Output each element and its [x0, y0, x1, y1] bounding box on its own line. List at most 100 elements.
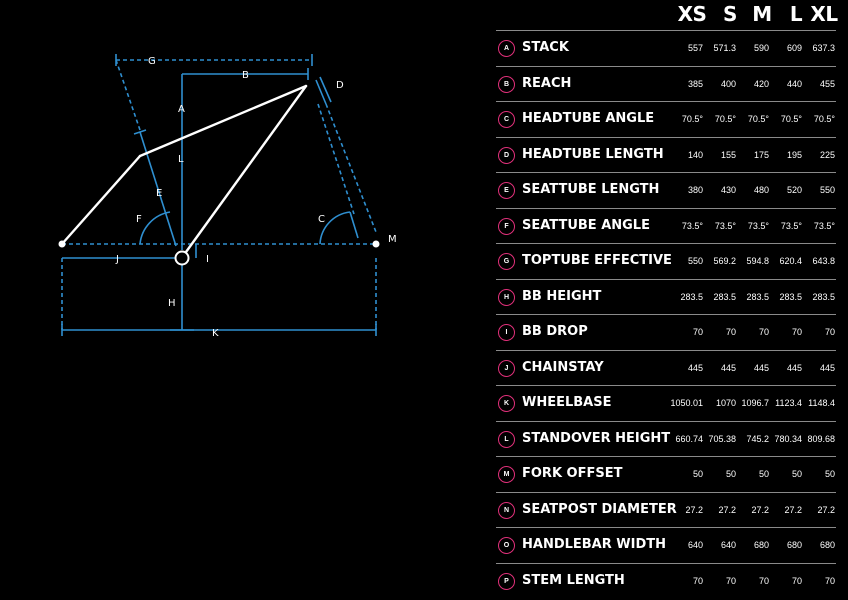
geometry-row-e: E SEATTUBE LENGTH 380 430 480 520 550	[496, 172, 836, 208]
value-xs: 557	[687, 43, 703, 53]
row-label: BB HEIGHT	[522, 288, 602, 304]
row-letter-badge: M	[498, 466, 515, 483]
value-xl: 809.68	[807, 433, 835, 444]
value-s: 50	[725, 469, 736, 479]
value-m: 70	[758, 575, 769, 586]
top-tube	[138, 84, 308, 158]
value-m: 680	[753, 540, 769, 550]
value-s: 640	[720, 540, 736, 550]
chainstay-seatstay-line	[60, 154, 142, 246]
row-letter-badge: G	[498, 253, 515, 270]
value-m: 745.2	[746, 433, 769, 444]
value-m: 594.8	[746, 256, 769, 266]
diagram-label-k: K	[212, 328, 219, 339]
value-xs: 380	[687, 185, 703, 195]
value-xs: 70.5°	[681, 114, 703, 124]
diagram-label-g: G	[148, 56, 156, 67]
value-xl: 445	[819, 362, 835, 373]
value-xs: 1050.01	[670, 398, 703, 408]
size-header-s: S	[723, 2, 737, 26]
value-xs: 50	[692, 469, 703, 479]
value-m: 50	[758, 469, 769, 479]
diagram-label-f: F	[136, 214, 142, 225]
row-label: WHEELBASE	[522, 395, 612, 410]
row-label: SEATTUBE LENGTH	[522, 182, 660, 197]
value-l: 27.2	[784, 504, 802, 515]
value-m: 420	[753, 78, 769, 89]
value-l: 70	[791, 327, 802, 337]
value-l: 70	[791, 575, 802, 586]
angle-f-arc	[139, 211, 171, 245]
front-axle-dot	[372, 240, 380, 248]
size-header-xs: XS	[677, 2, 707, 26]
row-label: HEADTUBE ANGLE	[522, 111, 655, 126]
diagram-label-e: E	[156, 188, 162, 199]
row-label: SEATTUBE ANGLE	[522, 217, 650, 233]
value-xl: 27.2	[817, 504, 835, 515]
value-l: 1123.4	[775, 398, 802, 408]
row-label: HANDLEBAR WIDTH	[522, 537, 666, 552]
bottom-bracket	[174, 250, 190, 266]
value-s: 430	[720, 185, 736, 195]
diagram-label-i: I	[206, 254, 209, 265]
diagram-label-d: D	[336, 80, 344, 91]
diagram-label-h: H	[168, 298, 176, 309]
value-s: 445	[720, 362, 736, 373]
diagram-label-b: B	[242, 70, 249, 81]
value-l: 50	[791, 469, 802, 479]
value-l: 780.34	[774, 433, 802, 444]
row-letter-badge: C	[498, 111, 515, 128]
value-l: 73.5°	[780, 220, 802, 231]
value-xl: 70	[824, 327, 835, 337]
row-letter-badge: I	[498, 324, 515, 341]
row-letter-badge: H	[498, 288, 515, 306]
row-label: CHAINSTAY	[522, 359, 604, 375]
value-xs: 70	[692, 575, 703, 586]
value-s: 569.2	[713, 256, 736, 266]
row-letter-badge: N	[498, 501, 515, 519]
row-label: BB DROP	[522, 324, 588, 339]
value-xl: 73.5°	[813, 220, 835, 231]
value-xs: 385	[687, 78, 703, 89]
value-l: 520	[786, 185, 802, 195]
value-xs: 70	[692, 327, 703, 337]
row-letter-badge: B	[498, 75, 515, 93]
value-m: 480	[753, 185, 769, 195]
row-letter-badge: E	[498, 182, 515, 199]
value-m: 73.5°	[747, 220, 769, 231]
value-l: 609	[786, 43, 802, 53]
value-xl: 550	[819, 185, 835, 195]
row-letter-badge: F	[498, 217, 515, 235]
value-xl: 283.5	[812, 291, 835, 302]
value-xs: 27.2	[685, 504, 703, 515]
value-s: 400	[720, 78, 736, 89]
value-xs: 640	[687, 540, 703, 550]
row-letter-badge: L	[498, 430, 515, 448]
value-l: 440	[786, 78, 802, 89]
value-s: 70	[725, 327, 736, 337]
row-letter-badge: K	[498, 395, 515, 412]
down-tube	[184, 84, 308, 254]
value-s: 571.3	[713, 43, 736, 53]
dim-e-line	[139, 131, 177, 247]
value-xl: 680	[819, 540, 835, 550]
dim-d-line	[315, 79, 327, 105]
value-xl: 643.8	[812, 256, 835, 266]
value-xs: 660.74	[675, 433, 703, 444]
size-header-l: L	[789, 2, 803, 26]
bike-geometry-diagram: G B D A L E F C M J I H K	[58, 54, 397, 339]
row-label: SEATPOST DIAMETER	[522, 501, 677, 517]
angle-c-arc	[319, 211, 351, 245]
row-label: STACK	[522, 40, 569, 55]
